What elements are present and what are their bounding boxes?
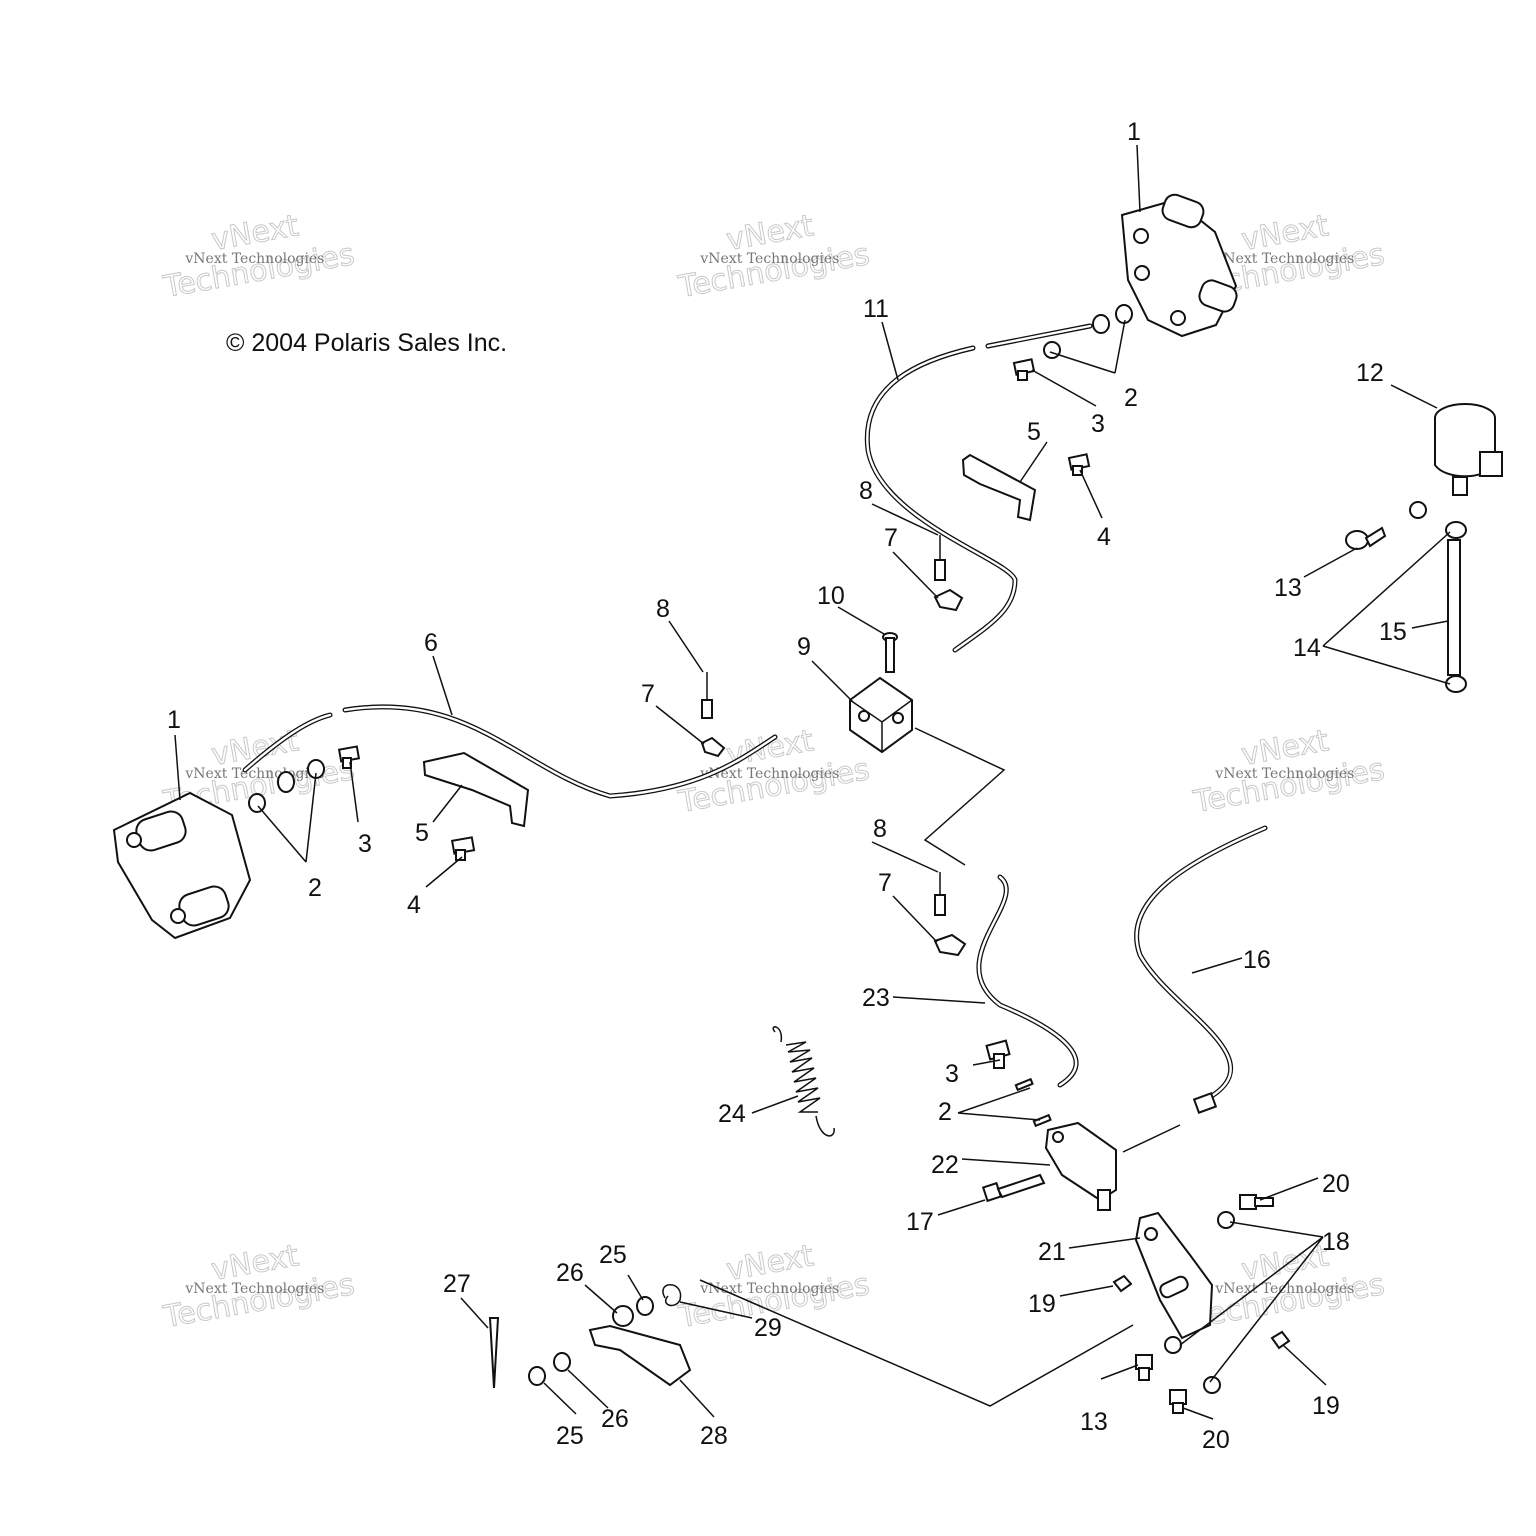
callout-8: 8 bbox=[656, 595, 670, 623]
watermark: Technologies vNext vNext Technologies bbox=[675, 723, 873, 821]
callout-25: 25 bbox=[599, 1241, 627, 1269]
callout-11: 11 bbox=[863, 295, 889, 323]
hose-left-6 bbox=[242, 704, 778, 799]
callout-19: 19 bbox=[1028, 1290, 1056, 1318]
callout-9: 9 bbox=[797, 633, 811, 661]
callout-21: 21 bbox=[1038, 1238, 1066, 1266]
callout-1: 1 bbox=[1127, 118, 1141, 146]
callout-1: 1 bbox=[167, 706, 181, 734]
callout-20: 20 bbox=[1322, 1170, 1350, 1198]
callout-7: 7 bbox=[884, 524, 898, 552]
bolt-10 bbox=[882, 632, 898, 673]
watermark-text: vNext Technologies bbox=[699, 1281, 839, 1297]
watermark-text: vNext Technologies bbox=[1214, 251, 1354, 267]
hardware-right-caliper bbox=[1012, 304, 1133, 476]
rivet-8-a bbox=[701, 672, 713, 719]
hardware-pedal-bracket bbox=[1112, 1194, 1291, 1414]
caliper-right bbox=[1120, 193, 1238, 338]
watermark: Technologies vNext vNext Technologies bbox=[675, 208, 873, 306]
master-cylinder bbox=[1044, 1121, 1117, 1211]
callout-2: 2 bbox=[938, 1098, 952, 1126]
hose-right-11 bbox=[864, 323, 1093, 653]
watermark-text: vNext Technologies bbox=[1214, 766, 1354, 782]
copyright-notice: © 2004 Polaris Sales Inc. bbox=[226, 329, 507, 357]
callout-20: 20 bbox=[1202, 1426, 1230, 1454]
distribution-block bbox=[849, 676, 913, 754]
bolt-3-lower bbox=[985, 1039, 1011, 1069]
callout-8: 8 bbox=[859, 477, 873, 505]
callout-15: 15 bbox=[1379, 618, 1407, 646]
callout-2: 2 bbox=[308, 874, 322, 902]
callout-18: 18 bbox=[1322, 1228, 1350, 1256]
bracket-left bbox=[422, 751, 530, 828]
watermark-text: vNext Technologies bbox=[699, 766, 839, 782]
callout-13: 13 bbox=[1080, 1408, 1108, 1436]
hardware-left-caliper bbox=[248, 745, 476, 861]
watermark: Technologies vNext vNext Technologies bbox=[1190, 723, 1388, 821]
watermark: Technologies vNext vNext Technologies bbox=[160, 208, 358, 306]
spring-24 bbox=[772, 1026, 835, 1137]
watermark-text: vNext Technologies bbox=[699, 251, 839, 267]
callout-16: 16 bbox=[1243, 946, 1271, 974]
watermark-text: vNext Technologies bbox=[184, 766, 324, 782]
clip-7-b bbox=[933, 588, 964, 612]
callout-4: 4 bbox=[407, 891, 421, 919]
callout-23: 23 bbox=[862, 984, 890, 1012]
callout-5: 5 bbox=[1027, 418, 1041, 446]
pedal-linkage bbox=[488, 1284, 692, 1389]
bracket-right bbox=[961, 453, 1037, 522]
callout-26: 26 bbox=[556, 1259, 584, 1287]
callout-4: 4 bbox=[1097, 523, 1111, 551]
clip-7-c bbox=[933, 933, 967, 957]
bolt-17 bbox=[981, 1173, 1046, 1203]
callout-8: 8 bbox=[873, 815, 887, 843]
callout-17: 17 bbox=[906, 1208, 934, 1236]
callout-26: 26 bbox=[601, 1405, 629, 1433]
caliper-left bbox=[112, 791, 252, 940]
callout-24: 24 bbox=[718, 1100, 746, 1128]
washers-2-lower bbox=[1014, 1077, 1052, 1128]
callout-28: 28 bbox=[700, 1422, 728, 1450]
callout-labels: 1 1 2 2 2 3 3 3 4 4 5 5 6 7 7 7 8 8 8 9 … bbox=[167, 118, 1407, 1454]
rivet-8-c bbox=[934, 872, 946, 916]
callout-29: 29 bbox=[754, 1314, 782, 1342]
fitting-13-top bbox=[1345, 501, 1427, 550]
callout-7: 7 bbox=[878, 869, 892, 897]
callout-3: 3 bbox=[945, 1060, 959, 1088]
callout-10: 10 bbox=[817, 582, 845, 610]
hose-16 bbox=[1134, 825, 1268, 1103]
callout-19: 19 bbox=[1312, 1392, 1340, 1420]
callout-7: 7 bbox=[641, 680, 655, 708]
hose-15 bbox=[1445, 521, 1467, 693]
callout-2: 2 bbox=[1124, 384, 1138, 412]
watermark: Technologies vNext vNext Technologies bbox=[160, 1238, 358, 1336]
rivet-8-b bbox=[934, 535, 946, 581]
callout-22: 22 bbox=[931, 1151, 959, 1179]
callout-25: 25 bbox=[556, 1422, 584, 1450]
callout-12: 12 bbox=[1356, 359, 1384, 387]
callout-6: 6 bbox=[424, 629, 438, 657]
watermark-text: vNext Technologies bbox=[184, 251, 324, 267]
watermark-text: vNext Technologies bbox=[184, 1281, 324, 1297]
connector-lines bbox=[699, 727, 1181, 1407]
parts bbox=[112, 193, 1503, 1414]
fitting-16-end bbox=[1192, 1092, 1218, 1114]
leader-lines bbox=[174, 144, 1451, 1420]
pedal-bracket bbox=[1134, 1211, 1214, 1340]
hose-23 bbox=[976, 874, 1079, 1088]
clip-7-a bbox=[700, 736, 726, 758]
callout-13: 13 bbox=[1274, 574, 1302, 602]
callout-14: 14 bbox=[1293, 634, 1321, 662]
reservoir bbox=[1434, 403, 1503, 496]
callout-27: 27 bbox=[443, 1270, 471, 1298]
callout-3: 3 bbox=[358, 830, 372, 858]
watermark-text: vNext Technologies bbox=[1214, 1281, 1354, 1297]
callout-5: 5 bbox=[415, 819, 429, 847]
watermarks: Technologies vNext vNext Technologies Te… bbox=[160, 208, 1388, 1336]
callout-3: 3 bbox=[1091, 410, 1105, 438]
